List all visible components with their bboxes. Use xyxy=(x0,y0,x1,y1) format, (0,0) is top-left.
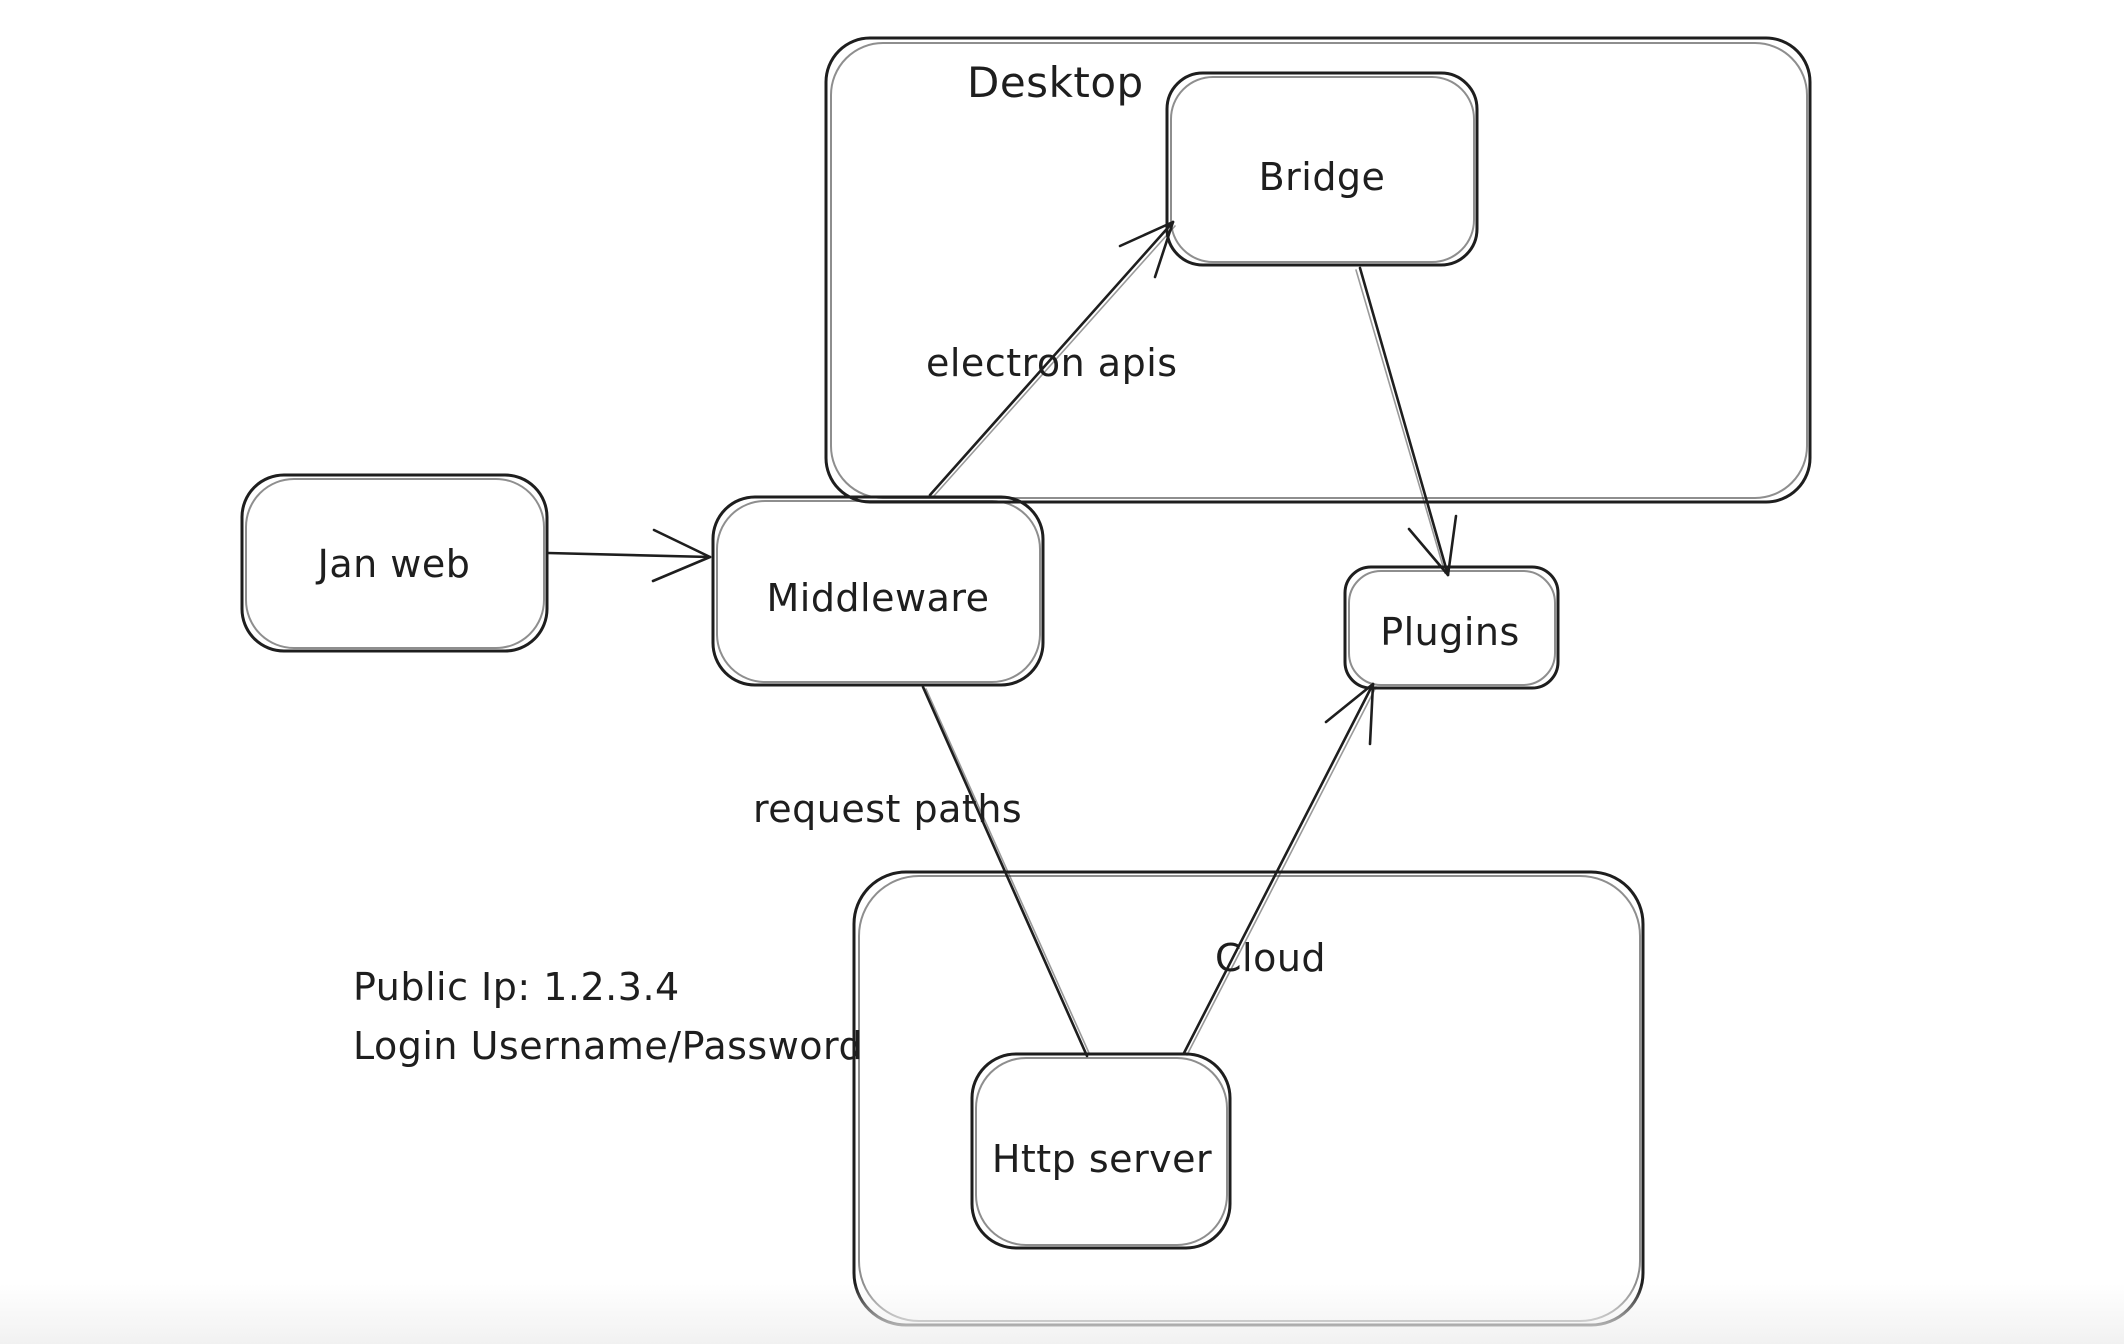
edge-http-server-to-plugins-line xyxy=(1182,682,1375,1055)
edge-jan-web-to-middleware-line xyxy=(546,551,712,559)
edge-middleware-to-bridge-line xyxy=(928,220,1175,497)
edge-bridge-to-plugins-arrowhead-icon xyxy=(1407,514,1458,577)
edge-http-server-to-plugins xyxy=(1182,682,1377,1056)
edge-bridge-to-plugins-line-sketch xyxy=(1355,269,1446,574)
desktop-box-sketch xyxy=(830,42,1808,499)
jan-web-node xyxy=(240,473,549,653)
edge-middleware-to-http-server-line xyxy=(921,685,1089,1058)
desktop-container xyxy=(824,36,1812,504)
desktop-box xyxy=(824,36,1812,504)
jan-web-box-sketch xyxy=(245,478,545,649)
annotation-login: Login Username/Password xyxy=(353,1024,863,1068)
edge-jan-web-to-middleware xyxy=(546,528,712,583)
edge-middleware-to-bridge-arrowhead-icon xyxy=(1118,220,1175,279)
jan-web-label: Jan web xyxy=(316,542,471,586)
diagram-labels: Desktop Bridge Jan web Middleware Plugin… xyxy=(316,58,1520,1181)
cloud-label: Cloud xyxy=(1215,936,1326,980)
edge-bridge-to-plugins-line xyxy=(1358,266,1450,577)
annotation-public-ip: Public Ip: 1.2.3.4 xyxy=(353,965,680,1009)
plugins-box xyxy=(1343,565,1560,690)
http-server-box-sketch xyxy=(975,1057,1228,1246)
middleware-box-sketch xyxy=(716,500,1041,683)
middleware-label: Middleware xyxy=(766,576,989,620)
edge-middleware-to-bridge xyxy=(928,220,1176,498)
edge-label-request-paths: request paths xyxy=(753,787,1022,831)
plugins-box-sketch xyxy=(1348,570,1556,686)
edge-middleware-to-http-server xyxy=(921,685,1090,1058)
edge-bridge-to-plugins xyxy=(1355,266,1458,577)
jan-web-box xyxy=(240,473,549,653)
bridge-label: Bridge xyxy=(1259,155,1386,199)
edge-middleware-to-bridge-line-sketch xyxy=(932,225,1176,498)
edge-http-server-to-plugins-arrowhead-icon xyxy=(1324,682,1375,746)
http-server-node xyxy=(970,1052,1232,1250)
http-server-label: Http server xyxy=(992,1137,1212,1181)
edge-label-electron-apis: electron apis xyxy=(926,341,1178,385)
diagram-shapes xyxy=(240,36,1812,1327)
middleware-node xyxy=(711,495,1045,687)
edge-jan-web-to-middleware-arrowhead-icon xyxy=(651,528,712,583)
plugins-node xyxy=(1343,565,1560,690)
bridge-box-sketch xyxy=(1170,76,1475,263)
plugins-label: Plugins xyxy=(1380,610,1520,654)
middleware-box xyxy=(711,495,1045,687)
edge-middleware-to-http-server-line-sketch xyxy=(925,688,1090,1054)
desktop-label: Desktop xyxy=(967,58,1144,107)
bridge-box xyxy=(1165,71,1479,267)
bridge-node xyxy=(1165,71,1479,267)
http-server-box xyxy=(970,1052,1232,1250)
edge-http-server-to-plugins-line-sketch xyxy=(1186,686,1377,1056)
